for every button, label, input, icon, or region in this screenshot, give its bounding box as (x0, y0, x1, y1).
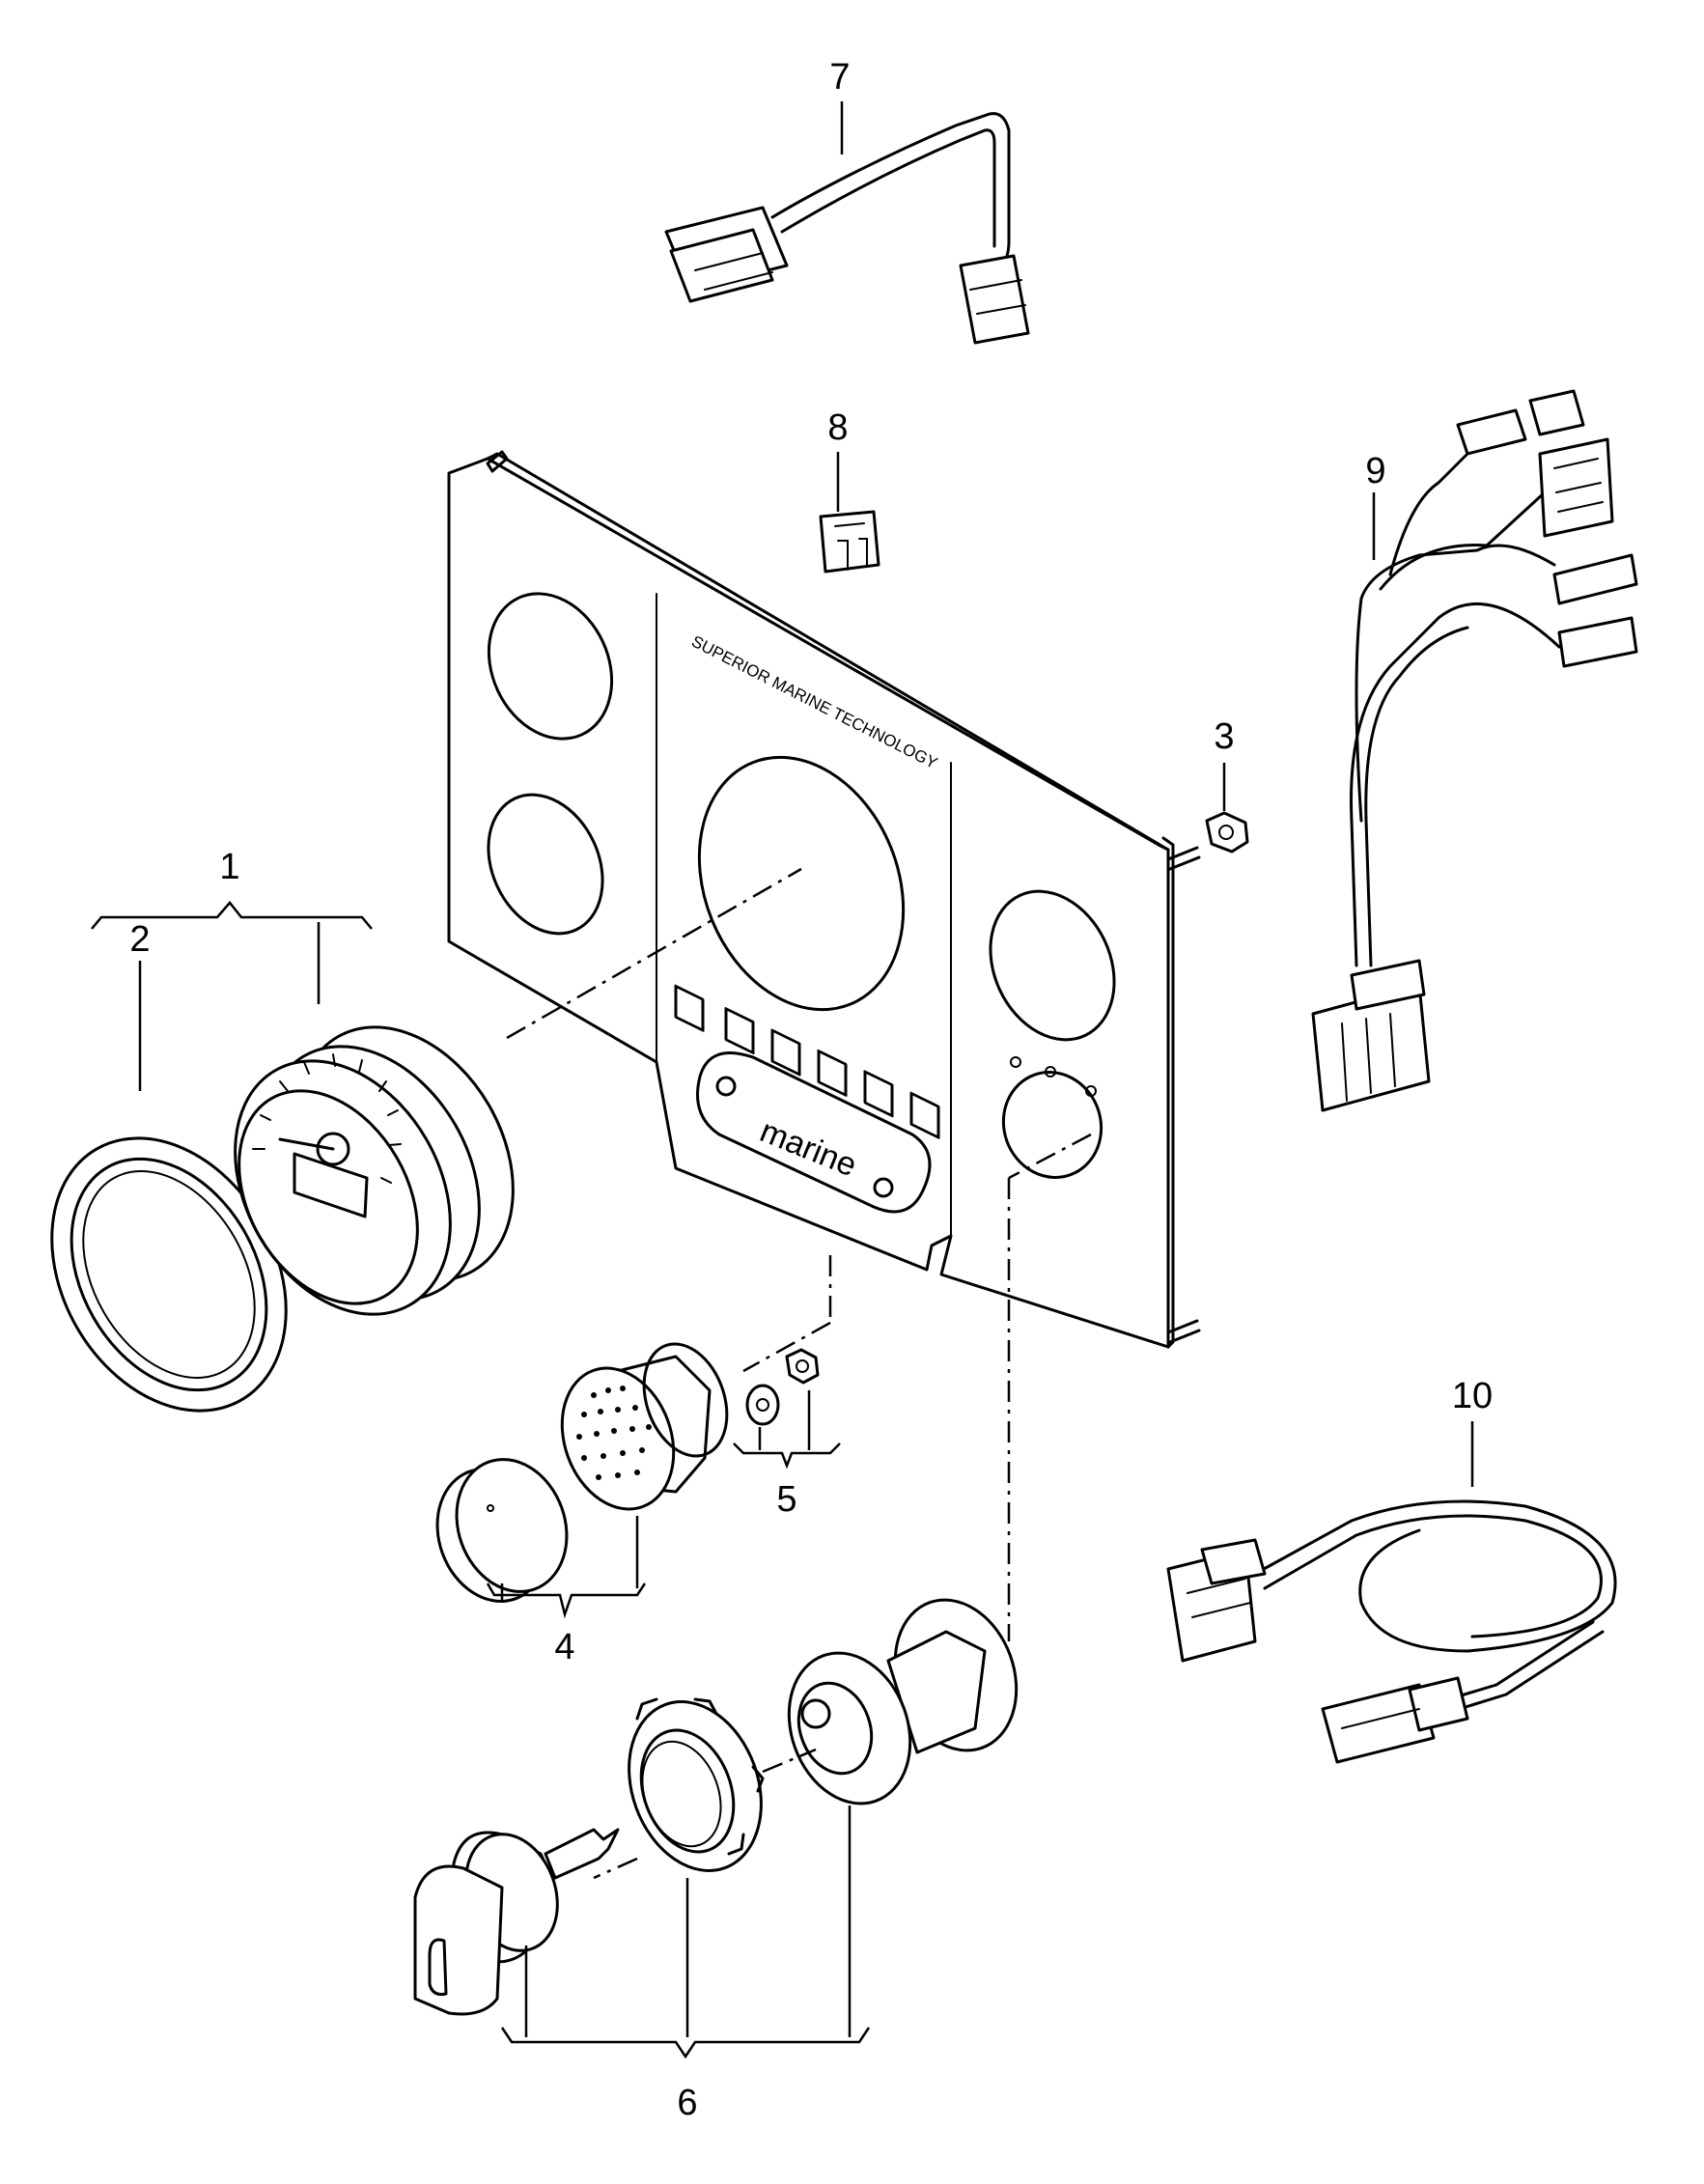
bracket-5 (733, 1442, 841, 1470)
part-3-nut-icon (1205, 811, 1249, 854)
gauge-hole-bottom-left (487, 793, 604, 936)
callout-1: 1 (219, 847, 239, 887)
part-5-washer-nut-icon (745, 1348, 820, 1426)
callout-6: 6 (677, 2083, 697, 2123)
part-6-key-icon (413, 1828, 620, 2016)
callout-10: 10 (1452, 1376, 1493, 1416)
part-6-ignition-switch-icon (787, 1598, 1019, 1806)
warning-light-row (674, 984, 940, 1139)
callout-9: 9 (1365, 451, 1385, 491)
connector-left-icon (664, 206, 789, 303)
part-8-fuse-icon (819, 510, 880, 574)
callout-2: 2 (129, 919, 150, 960)
connector-top-icon (1456, 389, 1585, 456)
callout-8: 8 (827, 407, 848, 448)
stud-right-top-icon (1166, 846, 1201, 871)
connector-right-icon (1321, 1676, 1469, 1764)
gauge-hole-top-left (487, 592, 614, 741)
connector-left-icon (1166, 1538, 1267, 1663)
connector-right-icon (959, 254, 1030, 345)
part-10-cable (1166, 1499, 1617, 1764)
bracket-1 (91, 901, 373, 930)
ignition-hole (1001, 1071, 1103, 1179)
callout-4: 4 (554, 1627, 574, 1667)
part-1-gauge-icon (234, 1025, 515, 1316)
callout-5: 5 (776, 1479, 796, 1520)
connector-bottom-icon (1311, 959, 1431, 1112)
gauge-hole-right (989, 889, 1116, 1042)
gauge-hole-center (697, 755, 906, 1012)
connector-block-icon (1538, 437, 1614, 538)
part-4-buzzer-icon (435, 1342, 729, 1603)
part-7-wiring-harness (664, 112, 1030, 345)
part-6-lock-nut-icon (628, 1697, 765, 1872)
connector-mid-icon (1552, 553, 1638, 605)
marine-logo-plate (696, 1051, 932, 1214)
instrument-panel: SUPERIOR MARINE TECHNOLOGY marine (447, 450, 1201, 1641)
bracket-4 (486, 1582, 647, 1619)
callout-3: 3 (1214, 716, 1234, 757)
bracket-6 (500, 2027, 871, 2059)
stud-right-bottom-icon (1166, 1319, 1201, 1344)
callout-7: 7 (829, 57, 850, 98)
stud-top-left-icon (486, 450, 509, 473)
part-9-wiring-harness (1311, 389, 1638, 1112)
connector-low-icon (1557, 616, 1638, 668)
